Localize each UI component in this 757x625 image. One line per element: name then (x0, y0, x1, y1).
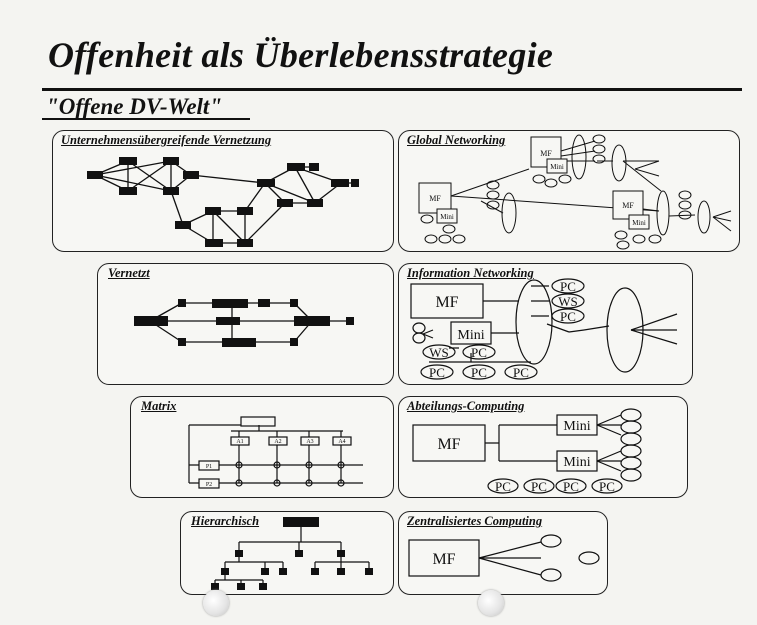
abteilung-network-diagram: MF Mini Mini PC PC PC PC (412, 408, 642, 494)
network-nodes (87, 157, 359, 247)
global-bus-ellipses (501, 134, 711, 236)
panel-matrix-label: Matrix (141, 399, 177, 413)
vernetzt-nodes (134, 299, 354, 347)
binder-hole-icon (203, 590, 229, 616)
matrix-a2: A2 (274, 439, 281, 445)
abteilung-mini-1: Mini (563, 419, 590, 434)
panel-vernetzt: Vernetzt (97, 263, 394, 385)
abteilung-pc-4: PC (599, 479, 615, 494)
panel-unternehmen-label: Unternehmensübergreifende Vernetzung (61, 133, 272, 147)
global-mini-3: Mini (632, 219, 646, 227)
zentral-mf-box (408, 539, 480, 577)
global-mf-1: MF (540, 149, 552, 158)
matrix-p2: P2 (206, 482, 212, 488)
abteilung-mf-box (412, 424, 486, 462)
abteilung-mini-2: Mini (563, 455, 590, 470)
matrix-p1: P1 (206, 464, 212, 470)
panel-abteilung-label: Abteilungs-Computing (407, 399, 525, 413)
matrix-a1: A1 (236, 439, 243, 445)
global-mini-1: Mini (550, 163, 564, 171)
panel-global-label: Global Networking (407, 133, 506, 147)
zentral-terminals (540, 534, 600, 582)
matrix-links (188, 424, 363, 484)
abteilung-mini-box-1 (556, 414, 598, 436)
information-mf: MF (435, 294, 458, 311)
global-pc-ovals (420, 134, 692, 250)
matrix-a3: A3 (306, 439, 313, 445)
unternehmen-network-diagram (87, 157, 359, 247)
matrix-org-diagram: A1 A2 A3 A4 P1 P2 (188, 416, 363, 489)
information-mini: Mini (457, 328, 484, 343)
zentral-mf: MF (432, 551, 455, 568)
global-mini-boxes (436, 158, 650, 230)
hierarchy-nodes (211, 517, 373, 590)
global-network-diagram: MF MF MF Mini Mini Mini (418, 134, 732, 250)
abteilung-pc-2: PC (531, 479, 547, 494)
vernetzt-network-diagram (134, 299, 354, 347)
panel-unternehmen: Unternehmensübergreifende Vernetzung (52, 130, 394, 252)
information-pc-3: PC (471, 345, 487, 360)
panel-vernetzt-label: Vernetzt (108, 266, 150, 280)
information-pc-4: PC (429, 365, 445, 380)
information-boxes (410, 283, 492, 345)
global-mf-3: MF (622, 201, 634, 210)
zentral-network-diagram: MF (408, 534, 600, 582)
page-title: Offenheit als Überlebensstrategie (48, 35, 554, 75)
information-ws-2: WS (429, 345, 449, 360)
subtitle-rule (42, 118, 250, 120)
panel-hierarchisch-label: Hierarchisch (191, 514, 260, 528)
information-pc-5: PC (471, 365, 487, 380)
panel-global: Global Networking MF MF MF Mini Mini Min… (398, 130, 740, 252)
panel-hierarchisch: Hierarchisch (180, 511, 394, 595)
matrix-a4: A4 (338, 439, 345, 445)
panel-zentral-label: Zentralisiertes Computing (407, 514, 543, 528)
abteilung-mf: MF (437, 436, 460, 453)
abteilung-pc-1: PC (495, 479, 511, 494)
panel-matrix: Matrix A1 A2 A3 A4 P1 P2 (130, 396, 394, 498)
information-network-diagram: MF Mini PC WS PC WS PC PC PC PC (410, 278, 678, 380)
panel-abteilung: Abteilungs-Computing MF Mini Mini PC PC … (398, 396, 688, 498)
global-mf-2: MF (429, 194, 441, 203)
binder-hole-icon (478, 590, 504, 616)
zentral-links (478, 541, 542, 576)
hierarchisch-tree-diagram (211, 517, 373, 590)
information-pc-6: PC (513, 365, 529, 380)
information-pc-1: PC (560, 279, 576, 294)
information-ws-1: WS (558, 294, 578, 309)
abteilung-pc-3: PC (563, 479, 579, 494)
matrix-crossings (235, 461, 345, 487)
information-device-ovals (412, 278, 585, 380)
panel-information: Information Networking MF Mini PC WS PC … (398, 263, 693, 385)
information-bus-ellipses (515, 279, 644, 373)
page-subtitle: "Offene DV-Welt" (46, 94, 223, 119)
global-mini-2: Mini (440, 213, 454, 221)
matrix-boxes (198, 416, 352, 489)
abteilung-mini-box-2 (556, 450, 598, 472)
abteilung-links (485, 414, 622, 472)
panel-zentral: Zentralisiertes Computing MF (398, 511, 608, 595)
abteilung-terminals (487, 408, 642, 494)
panel-information-label: Information Networking (407, 266, 534, 280)
title-rule (42, 88, 742, 91)
information-pc-2: PC (560, 309, 576, 324)
global-mf-boxes (418, 136, 644, 220)
